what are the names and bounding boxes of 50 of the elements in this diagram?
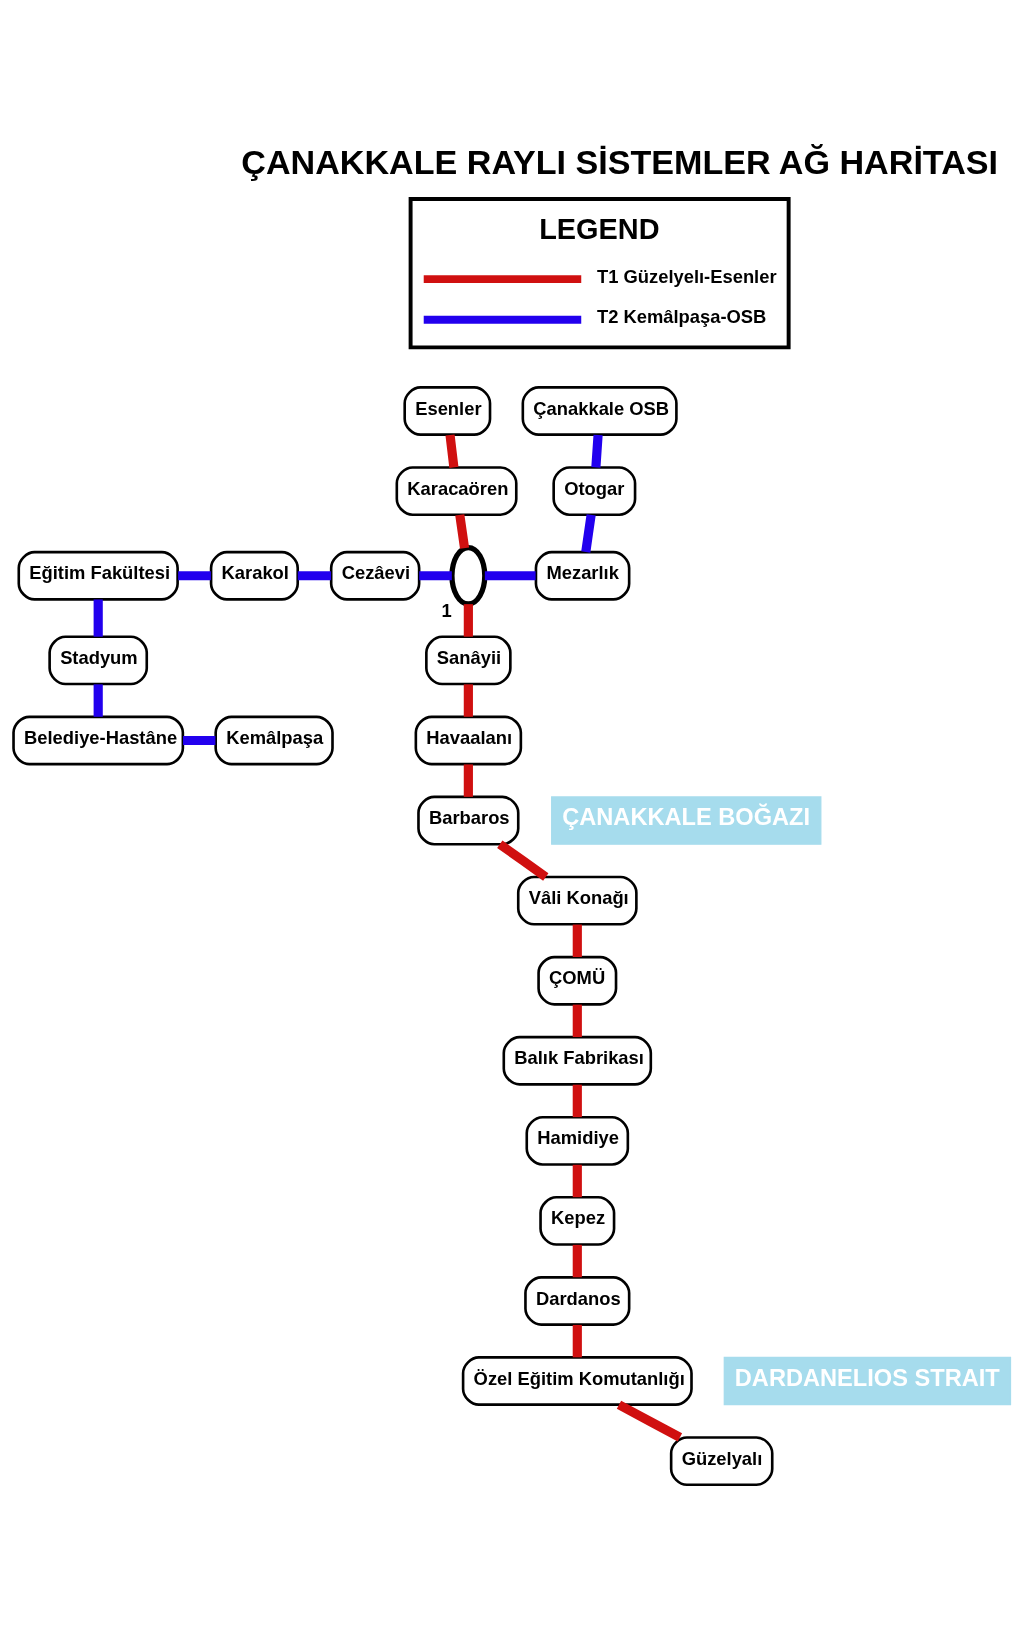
node-box: Otogar [552, 465, 637, 516]
node-box: Eğitim Fakültesi [17, 550, 179, 601]
label: DARDANELIOS STRAIT [734, 1364, 1000, 1391]
connector [445, 433, 459, 468]
node-box: Balık Fabrikası [502, 1035, 653, 1086]
node-box: Hamidiye [525, 1115, 630, 1166]
connector [581, 513, 596, 553]
node-box: Çanakkale OSB [521, 385, 678, 436]
connector [572, 1244, 582, 1277]
node-box: Cezâevi [329, 550, 421, 601]
connector [419, 570, 452, 580]
connector [463, 763, 473, 797]
legend-label: T2 Kemâlpaşa-OSB [596, 305, 767, 327]
label: ÇANAKKALE BOĞAZI [562, 803, 811, 830]
connector [455, 513, 470, 549]
connector [616, 1400, 683, 1441]
node-box: Güzelyalı [669, 1435, 774, 1486]
connector [572, 1084, 582, 1117]
node-box: ÇOMÜ [537, 955, 618, 1006]
connector [572, 1164, 582, 1197]
connector [178, 570, 211, 580]
connector [93, 598, 103, 637]
connector [297, 570, 332, 580]
connector [572, 1004, 582, 1037]
node-box: Vâli Konağı [516, 875, 638, 926]
connector [572, 1324, 582, 1357]
connector [484, 570, 536, 580]
node-box: Karacaören [395, 465, 518, 516]
connector [572, 924, 582, 957]
node-box: Kemâlpaşa [214, 715, 334, 765]
node-box: Karakol [209, 550, 300, 601]
node-box: Stadyum [48, 635, 149, 685]
connector [591, 434, 603, 468]
node-box: Havaalanı [414, 715, 523, 765]
legend-label: T1 Güzelyelı-Esenler [596, 265, 777, 287]
node-box: Mezarlık [534, 550, 631, 601]
node-box: Sanâyii [425, 635, 512, 685]
connector [183, 735, 216, 745]
node-box: Özel Eğitim Komutanlığı [461, 1355, 693, 1406]
node-box: Dardanos [524, 1275, 631, 1326]
diagram-title: ÇANAKKALE RAYLI SİSTEMLER AĞ HARİTASI [241, 142, 999, 181]
node-label: 1 [441, 599, 452, 621]
connector [463, 683, 473, 717]
node-box: Kepez [539, 1195, 616, 1246]
connector [93, 683, 103, 717]
node-box: Barbaros [417, 795, 520, 845]
connector [463, 603, 473, 637]
node-box: Belediye-Hastâne [12, 715, 185, 765]
label: LEGEND [539, 212, 660, 245]
node-box: Esenler [403, 385, 492, 436]
